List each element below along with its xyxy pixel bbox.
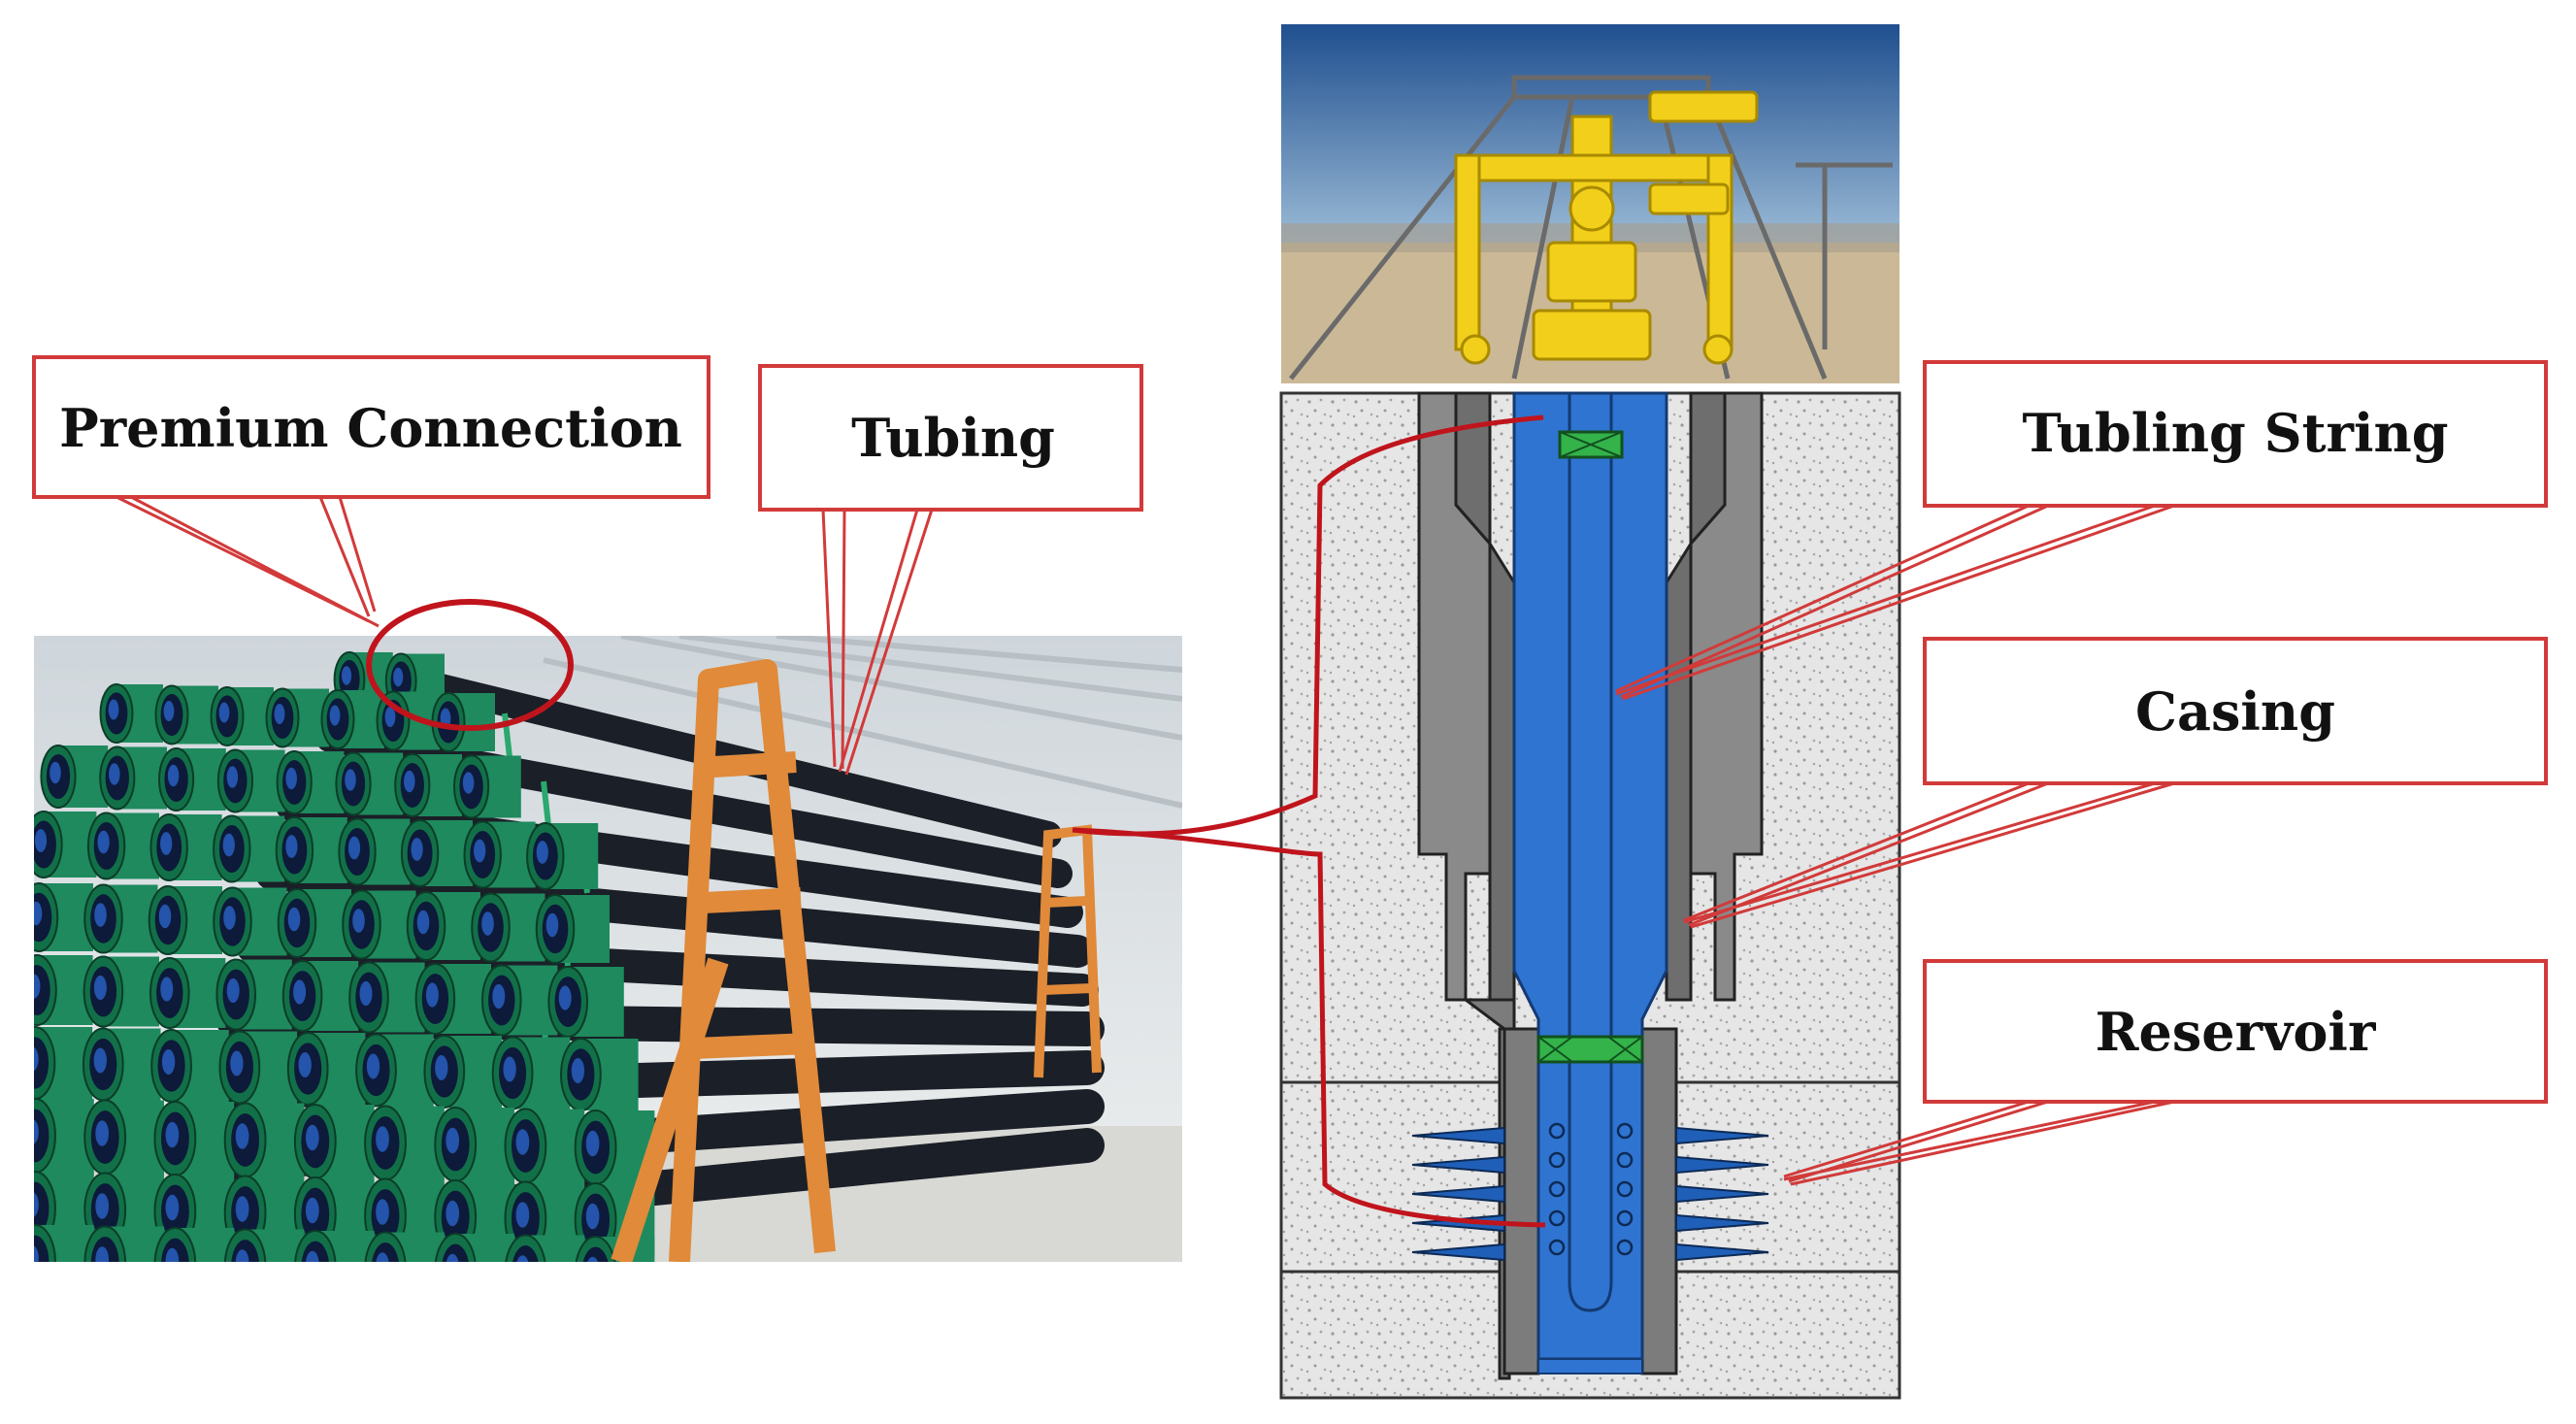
- pipe-end: [83, 955, 159, 1028]
- pipe-end: [293, 1104, 375, 1179]
- pipe-end: [99, 745, 167, 811]
- pipe-end: [294, 1230, 375, 1262]
- pipe-end: [276, 750, 345, 814]
- pipe-end: [213, 886, 287, 957]
- packer: [1536, 430, 1644, 1064]
- pipe-end: [338, 817, 411, 886]
- well-schematic: [1279, 391, 1901, 1400]
- tubing-rack-photo: [34, 636, 1182, 1262]
- pipe-end: [277, 888, 351, 958]
- pipe-end: [213, 814, 285, 883]
- pipe-end: [406, 891, 480, 961]
- pipe-end: [335, 751, 404, 816]
- pipe-end: [423, 1035, 502, 1109]
- pipe-end: [153, 1101, 235, 1176]
- pipe-end: [158, 747, 226, 811]
- pipe-end: [34, 1224, 94, 1262]
- pipe-ends: [34, 651, 655, 1262]
- perforation-tunnel: [1411, 1184, 1505, 1204]
- pipe-end: [34, 1026, 93, 1100]
- pipe-end: [504, 1108, 585, 1184]
- perforation-holes: [1548, 1122, 1634, 1256]
- pipe-end: [86, 811, 159, 880]
- pipe-end: [218, 1030, 298, 1105]
- pipe-end: [83, 1099, 164, 1176]
- pipe-end: [40, 745, 109, 809]
- pipe-end: [491, 1036, 571, 1110]
- pipe-end: [99, 683, 163, 744]
- pipe-end: [34, 811, 97, 878]
- pipe-end: [223, 1228, 305, 1262]
- pipe-end: [342, 889, 416, 960]
- pipe-end: [560, 1038, 639, 1111]
- pipe-end: [453, 754, 521, 819]
- pipe-end: [281, 960, 359, 1032]
- premium-connection-highlight: [366, 599, 574, 731]
- pipe-end: [82, 1027, 161, 1102]
- pipe-end: [434, 1233, 514, 1262]
- perforation-tunnel: [1675, 1155, 1769, 1175]
- pipe-end: [364, 1231, 445, 1262]
- pipe-end: [481, 964, 558, 1037]
- pipe-end: [153, 1227, 235, 1262]
- premium-connection-label: Premium Connection: [59, 397, 682, 459]
- tubing-blue: [1512, 391, 1668, 1361]
- reservoir-label: Reservoir: [2096, 1001, 2376, 1063]
- pipe-end: [34, 954, 93, 1026]
- perforation-tunnel: [1675, 1213, 1769, 1233]
- perforation-tunnel: [1675, 1242, 1769, 1262]
- perforation-tunnel: [1411, 1126, 1505, 1145]
- pipe-end: [535, 894, 610, 964]
- pipe-end: [83, 1225, 164, 1262]
- tubing-callout: Tubing: [758, 364, 1143, 776]
- pipe-end: [434, 1107, 514, 1182]
- pipe-end: [400, 819, 473, 887]
- pipe-end: [394, 753, 462, 817]
- tubing-string-label: Tubling String: [2022, 402, 2448, 464]
- pipe-end: [216, 748, 285, 813]
- pipe-end: [414, 963, 491, 1035]
- premium-connection-callout: Premium Connection: [32, 355, 710, 628]
- pipe-end: [148, 885, 222, 955]
- perforation-tunnel: [1675, 1126, 1769, 1145]
- pipe-end: [364, 1105, 445, 1181]
- pipe-end: [149, 813, 222, 881]
- casing-label: Casing: [2135, 680, 2335, 743]
- pipe-end: [210, 686, 274, 746]
- pipe-end: [355, 1033, 434, 1108]
- tubing-string-callout: Tubling String: [1615, 360, 2548, 701]
- pipe-end: [505, 1234, 585, 1262]
- pipe-end: [526, 822, 599, 890]
- pipe-end: [463, 820, 536, 889]
- perforation-tunnel: [1675, 1184, 1769, 1204]
- connection-leader: [1072, 414, 1546, 1228]
- pipe-end: [215, 958, 292, 1031]
- perforation-tunnel: [1411, 1242, 1505, 1262]
- casing-callout: Casing: [1683, 637, 2548, 929]
- pipe-end: [431, 692, 495, 752]
- wellhead-photo: [1281, 24, 1899, 383]
- pipe-end: [83, 883, 158, 954]
- pipe-end: [34, 882, 93, 952]
- pipe-end: [265, 687, 329, 748]
- pipe-end: [547, 966, 624, 1038]
- pipe-end: [223, 1102, 305, 1178]
- perforations: [1411, 1126, 1769, 1262]
- perforation-tunnel: [1411, 1155, 1505, 1175]
- pipe-end: [286, 1032, 366, 1106]
- pipe-end: [471, 892, 545, 963]
- pipe-end: [223, 1175, 305, 1251]
- pipe-end: [150, 1029, 229, 1103]
- pipe-end: [149, 957, 226, 1029]
- tubing-label: Tubing: [851, 407, 1055, 469]
- pipe-end: [320, 689, 384, 749]
- pipe-end: [34, 1098, 94, 1174]
- pipe-end: [275, 816, 347, 884]
- pipe-end: [348, 961, 425, 1034]
- pipe-end: [154, 684, 218, 745]
- reservoir-callout: Reservoir: [1783, 959, 2548, 1186]
